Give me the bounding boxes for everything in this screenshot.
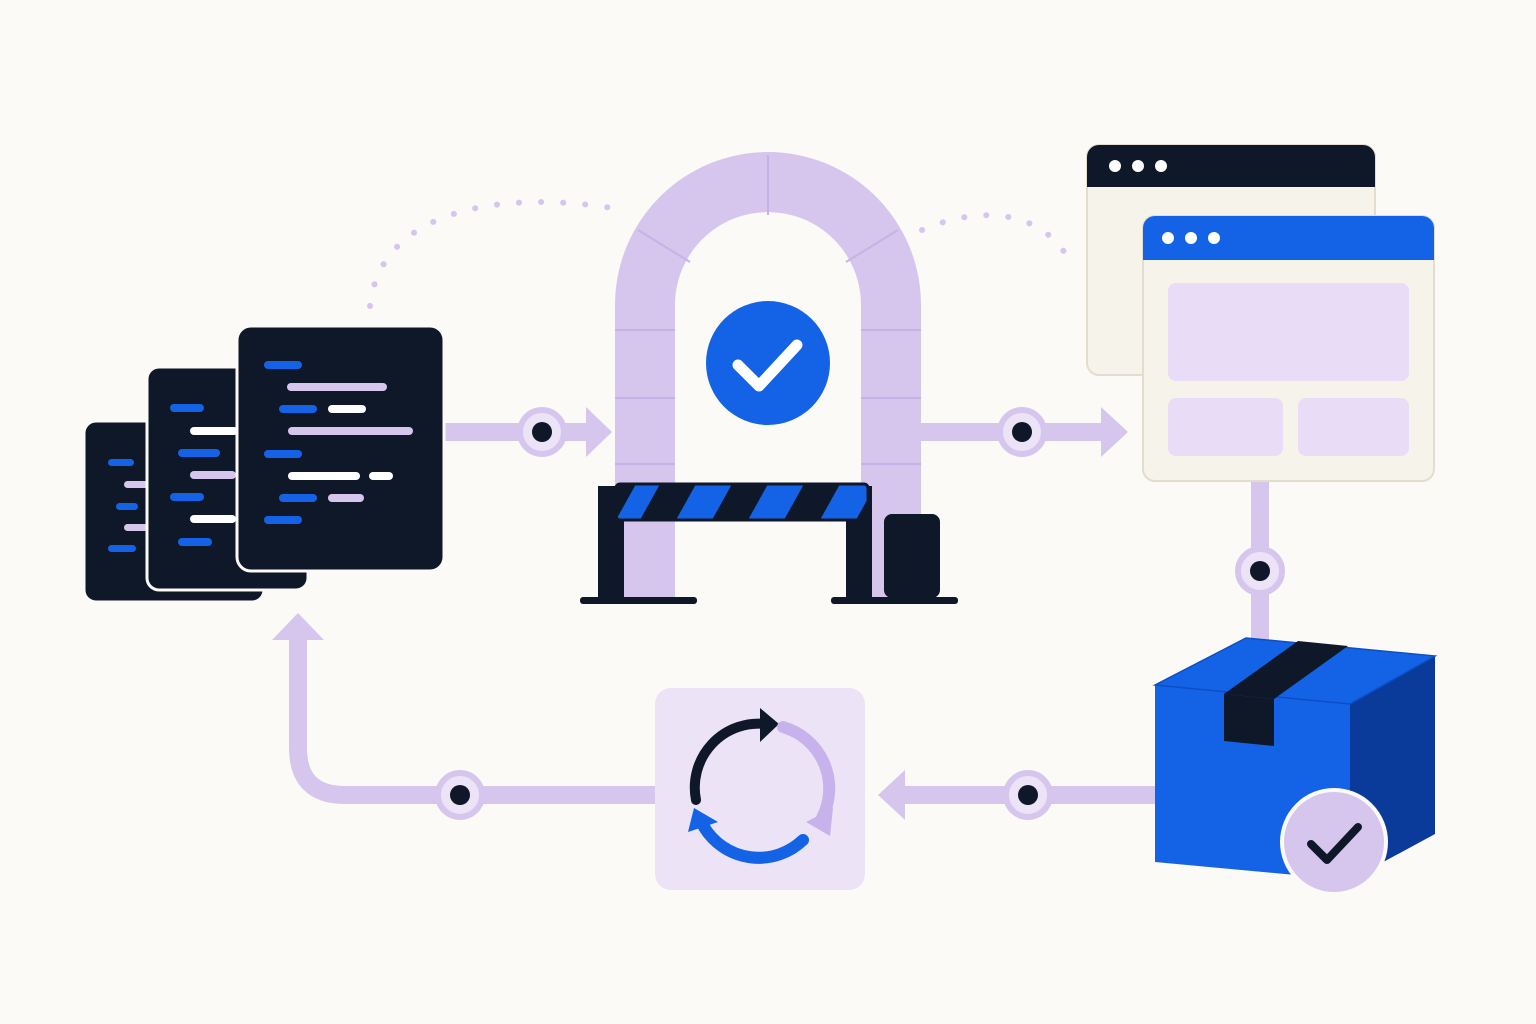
content-block: [1168, 283, 1409, 381]
box-tape-top: [1224, 641, 1348, 699]
arrowhead-icon: [1101, 407, 1128, 457]
cycle-arrowhead-navy: [760, 708, 779, 742]
arrowhead-icon: [878, 770, 905, 820]
feedback-cycle-icon: [655, 688, 865, 890]
check-icon: [1307, 823, 1362, 864]
dotted-arc-left: [367, 199, 615, 309]
gate-check-badge: [706, 301, 830, 425]
connector-browser-to-box: [1235, 480, 1285, 650]
quality-gate-icon: [580, 152, 958, 604]
box-check-badge: [1280, 788, 1388, 896]
box-tape-front: [1224, 694, 1274, 746]
cycle-arrowhead-blue: [688, 808, 718, 832]
connector-box-to-cycle: [878, 770, 1160, 820]
code-files-icon: [82, 324, 446, 604]
check-icon: [732, 339, 803, 392]
connector-gate-to-browser: [918, 407, 1128, 457]
content-block: [1168, 398, 1283, 456]
arrowhead-icon: [272, 613, 324, 640]
content-block: [1298, 398, 1409, 456]
dotted-arc-right: [919, 212, 1071, 261]
arrowhead-icon: [586, 407, 612, 457]
connector-code-to-gate: [440, 407, 612, 457]
browser-windows-icon: [1086, 144, 1435, 482]
package-box-icon: [1152, 637, 1438, 896]
barrier-icon: [580, 482, 958, 604]
connector-cycle-to-code: [272, 613, 656, 820]
cycle-arrowhead-lavender: [806, 808, 833, 836]
browser-window-front: [1142, 215, 1435, 482]
